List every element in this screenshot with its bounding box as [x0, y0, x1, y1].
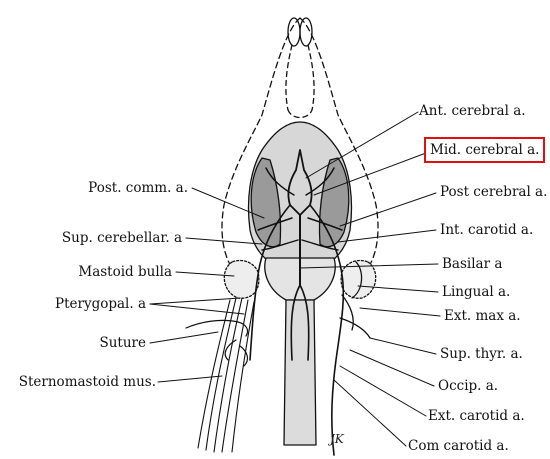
label-com-carotid-a: Com carotid a.	[408, 438, 509, 454]
label-mid-cerebral-a-highlighted: Mid. cerebral a.	[424, 137, 545, 163]
sternomastoid-muscle	[198, 298, 254, 452]
label-sup-cerebellar-a: Sup. cerebellar. a	[2, 230, 182, 246]
label-occip-a: Occip. a.	[438, 378, 498, 394]
mastoid-bulla-left	[224, 260, 259, 298]
label-post-comm-a: Post. comm. a.	[20, 180, 188, 196]
suture-thread	[186, 320, 248, 336]
olfactory-bulb-left	[288, 18, 300, 46]
label-mastoid-bulla: Mastoid bulla	[10, 264, 172, 280]
label-post-cerebral-a: Post cerebral a.	[440, 184, 547, 200]
nasal-outline	[286, 45, 314, 118]
label-pterygopal-a: Pterygopal. a	[0, 296, 146, 312]
label-basilar-a: Basilar a	[442, 256, 502, 272]
artist-signature: JK	[330, 432, 344, 446]
label-sternomastoid-mus: Sternomastoid mus.	[0, 374, 156, 390]
label-ant-cerebral-a: Ant. cerebral a.	[419, 103, 526, 119]
label-sup-thyr-a: Sup. thyr. a.	[440, 346, 523, 362]
label-lingual-a: Lingual a.	[442, 284, 510, 300]
label-ext-carotid-a: Ext. carotid a.	[428, 408, 525, 424]
label-suture: Suture	[40, 335, 146, 351]
label-ext-max-a: Ext. max a.	[444, 308, 521, 324]
ext-carotid-right	[340, 295, 370, 338]
label-int-carotid-a: Int. carotid a.	[440, 222, 533, 238]
olfactory-bulb-right	[300, 18, 312, 46]
spinal-cord	[284, 300, 316, 445]
